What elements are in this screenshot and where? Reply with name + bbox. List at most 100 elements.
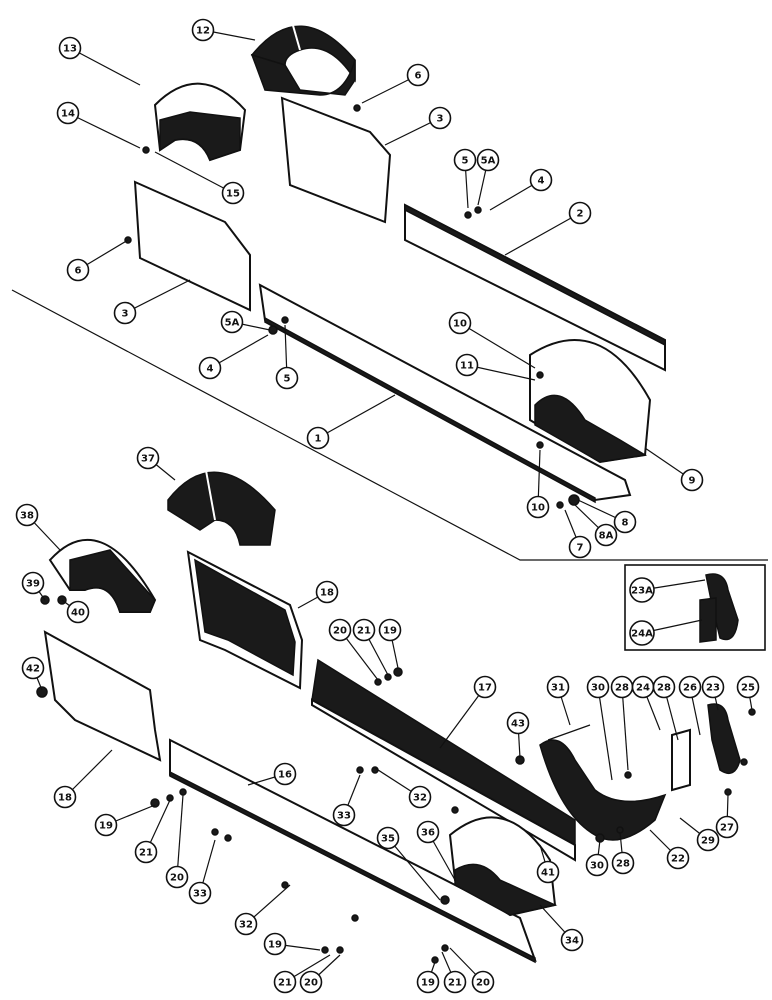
callout-bubble (696, 828, 720, 852)
callout-label: 28 (615, 683, 629, 694)
callout-c11: 11 (455, 353, 536, 381)
callout-label: 15 (226, 189, 240, 200)
callout-bubble (471, 970, 495, 994)
callout-bubble (629, 577, 655, 603)
callout-bubble (613, 510, 637, 534)
callout-bubble (568, 201, 592, 225)
callout-bubble (526, 495, 550, 519)
callout-label: 30 (591, 683, 605, 694)
callout-bubble (15, 503, 39, 527)
callout-label: 41 (541, 868, 555, 879)
callout-c15: 15 (154, 151, 245, 205)
callout-c43: 43 (506, 711, 530, 759)
callout-c6a: 6 (361, 63, 430, 104)
callout-c38: 38 (15, 503, 61, 551)
callout-label: 5 (284, 374, 291, 385)
callout-bubble (678, 675, 702, 699)
callout-c23: 23 (701, 675, 725, 711)
callout-c7: 7 (564, 509, 592, 559)
callout-c4b: 4 (198, 334, 269, 380)
callout-label: 4 (207, 364, 214, 375)
callout-c35: 35 (376, 826, 441, 901)
callout-label: 10 (453, 319, 467, 330)
callout-label: 40 (71, 608, 85, 619)
callout-bubble (476, 148, 500, 172)
callout-bubble (306, 426, 330, 450)
callout-label: 16 (278, 770, 292, 781)
callout-bubble (134, 840, 158, 864)
callout-bubble (53, 785, 77, 809)
callout-leader (387, 837, 441, 901)
callout-c41: 41 (536, 844, 560, 884)
callout-label: 21 (278, 978, 292, 989)
callout-label: 13 (63, 44, 77, 55)
callout-c32b: 32 (234, 884, 291, 936)
part-23-24-brackets (671, 703, 741, 792)
part-37-fan-shield (167, 464, 276, 546)
part-38-half-shield (48, 538, 157, 613)
callout-c20a: 20 (328, 618, 379, 681)
callout-bubble (455, 353, 479, 377)
part-18-framed-panel-upper (186, 550, 304, 690)
callout-bubble (66, 258, 90, 282)
callout-c19c: 19 (263, 932, 321, 956)
callout-c21d: 21 (441, 951, 467, 994)
callout-label: 27 (720, 823, 734, 834)
part-13-half-shield (153, 82, 247, 162)
callout-label: 22 (671, 854, 685, 865)
callout-label: 32 (239, 920, 253, 931)
callout-label: 21 (357, 626, 371, 637)
callout-bubble (585, 853, 609, 877)
callout-label: 3 (437, 114, 444, 125)
callout-label: 29 (701, 836, 715, 847)
callout-c3b: 3 (113, 279, 191, 325)
callout-bubble (629, 620, 655, 646)
callout-c12: 12 (191, 18, 256, 42)
callout-c37: 37 (136, 446, 176, 481)
callout-label: 32 (413, 793, 427, 804)
callout-label: 14 (61, 109, 75, 120)
callout-c24: 24 (631, 675, 661, 731)
callout-c17: 17 (439, 675, 497, 749)
callout-bubble (315, 580, 339, 604)
callout-label: 11 (460, 361, 474, 372)
callout-bubble (443, 970, 467, 994)
callout-c3a: 3 (384, 106, 452, 146)
callout-label: 37 (141, 454, 155, 465)
callout-bubble (21, 656, 45, 680)
callout-c5Ab: 5A (220, 310, 271, 334)
callout-c36: 36 (416, 820, 456, 881)
callout-c34: 34 (539, 904, 584, 952)
callout-c23A: 23A (629, 577, 706, 603)
callout-leader (154, 151, 234, 194)
callout-bubble (21, 571, 45, 595)
callout-c8A: 8A (574, 504, 618, 547)
part-9-rear-shield (529, 339, 652, 464)
callout-label: 2 (577, 209, 584, 220)
callout-leader (597, 686, 613, 781)
callout-c2: 2 (504, 201, 592, 256)
callout-leader (621, 686, 629, 771)
callout-label: 17 (478, 683, 492, 694)
callout-label: 34 (565, 936, 579, 947)
callout-label: 12 (196, 26, 210, 37)
callout-label: 25 (741, 683, 755, 694)
callout-bubble (376, 826, 400, 850)
callout-label: 20 (333, 626, 347, 637)
callout-c6b: 6 (66, 239, 129, 282)
callout-label: 38 (20, 511, 34, 522)
callout-bubble (188, 881, 212, 905)
callout-label: 20 (304, 978, 318, 989)
callout-bubble (352, 618, 376, 642)
part-3-side-panel-upper (280, 96, 392, 224)
callout-c19a: 19 (378, 618, 402, 669)
callout-bubble (136, 446, 160, 470)
callout-leader (67, 112, 141, 149)
callout-label: 18 (58, 793, 72, 804)
callout-bubble (191, 18, 215, 42)
callout-c26: 26 (678, 675, 702, 736)
part-31-bolt (547, 724, 591, 741)
lower-hardware (36, 595, 756, 964)
callout-bubble (234, 912, 258, 936)
